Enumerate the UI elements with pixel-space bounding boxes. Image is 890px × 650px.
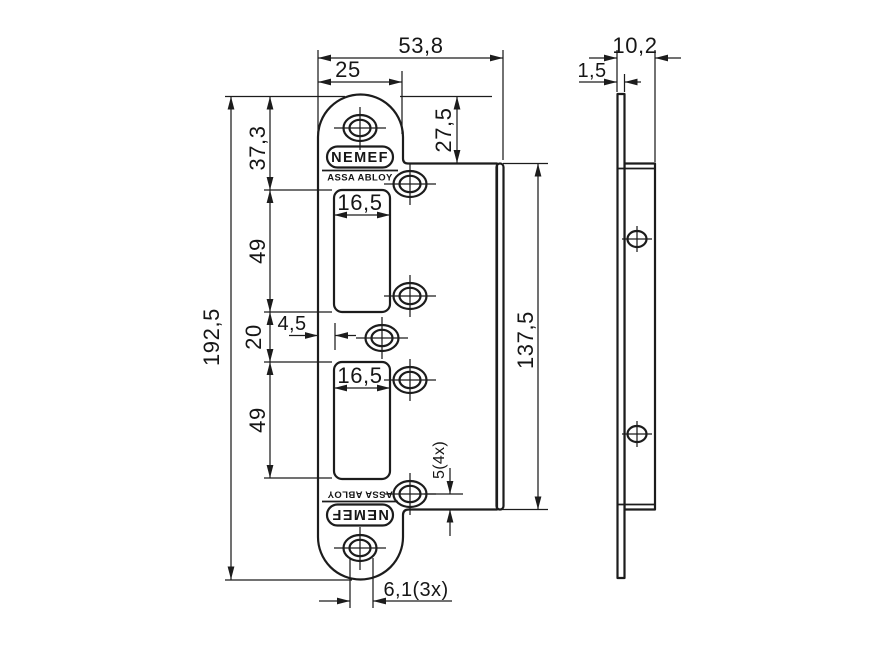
screw-hole-top (334, 107, 386, 150)
dim-label: 1,5 (577, 60, 606, 82)
dim-lower-cutout-height: 49 (245, 362, 274, 478)
dim-label: 16,5 (337, 190, 382, 215)
dim-label: 25 (335, 57, 361, 82)
brand-subname: ASSA ABLOY (327, 173, 393, 184)
dim-hole-to-edge: 5(4x) (431, 441, 454, 536)
dim-label: 53,8 (398, 33, 443, 58)
dim-label: 49 (245, 407, 270, 433)
dim-label: 137,5 (513, 311, 538, 369)
dim-edge-inset: 4,5 (277, 313, 356, 339)
dim-label: 6,1(3x) (383, 579, 448, 601)
dim-label: 4,5 (277, 313, 306, 335)
dim-upper-cutout-height: 49 (245, 190, 274, 312)
dim-overall-height: 192,5 (199, 96, 235, 580)
brand-stamp-top: NEMEF ASSA ABLOY (322, 145, 398, 184)
dim-label: 37,3 (245, 125, 270, 170)
dim-cutout-gap: 20 (241, 312, 274, 362)
dim-hole-diameter: 6,1(3x) (319, 579, 452, 605)
cutout-upper (332, 188, 392, 314)
dim-lower-cutout-width: 16,5 (334, 363, 390, 392)
dim-top-width: 25 (318, 57, 402, 86)
screw-hole-mid-right-1 (384, 275, 436, 317)
dim-upper-cutout-width: 16,5 (334, 190, 390, 219)
dim-label: 20 (241, 324, 266, 350)
dim-label: 27,5 (431, 107, 456, 152)
dim-label: 10,2 (612, 33, 657, 58)
brand-name: NEMEF (331, 150, 389, 166)
dim-top-to-cutout: 37,3 (245, 96, 274, 190)
side-hole-lower (622, 421, 652, 447)
side-view: 10,2 1,5 (577, 33, 681, 580)
front-view: NEMEF ASSA ABLOY NEMEF ASSA ABLOY (199, 33, 548, 608)
brand-stamp-bottom: NEMEF ASSA ABLOY (322, 489, 398, 527)
brand-subname: ASSA ABLOY (327, 489, 393, 500)
dim-overall-width: 53,8 (318, 33, 503, 62)
brand-name: NEMEF (331, 506, 389, 522)
dim-lip-height: 137,5 (513, 163, 542, 510)
extension-lines (225, 50, 548, 608)
dim-label: 49 (245, 238, 270, 264)
dim-overall-depth: 10,2 (589, 33, 681, 62)
dim-label: 192,5 (199, 308, 224, 366)
dim-label: 16,5 (337, 363, 382, 388)
dim-label: 5(4x) (431, 441, 448, 479)
faceplate-profile (616, 92, 626, 580)
lip-profile (623, 162, 657, 511)
lip-edge (495, 162, 505, 511)
screw-hole-bottom (334, 527, 386, 570)
side-hole-upper (622, 226, 652, 252)
dim-plate-thickness: 1,5 (577, 60, 641, 86)
dim-top-section-height: 27,5 (431, 96, 461, 163)
screw-hole-mid-right-2 (384, 359, 436, 401)
screw-hole-upper-right (384, 163, 436, 205)
screw-hole-center (356, 317, 408, 359)
